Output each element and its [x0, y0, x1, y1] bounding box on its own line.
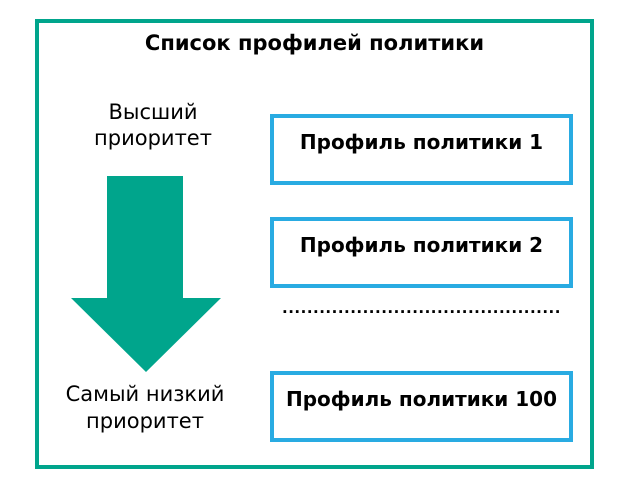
- lowest-priority-label: Самый низкий приоритет: [65, 382, 225, 433]
- policy-profile-box-100-label: Профиль политики 100: [285, 386, 558, 411]
- policy-profile-box-1-label: Профиль политики 1: [299, 129, 544, 154]
- priority-down-arrow-icon: [71, 176, 221, 372]
- diagram-title: Список профилей политики: [144, 31, 485, 55]
- ellipsis-separator: ........................................…: [282, 299, 561, 317]
- policy-profile-box-2: Профиль политики 2: [270, 217, 573, 288]
- policy-profiles-diagram-frame: Список профилей политики Высший приорите…: [35, 19, 594, 469]
- policy-profile-box-2-label: Профиль политики 2: [299, 232, 544, 257]
- policy-profile-box-1: Профиль политики 1: [270, 114, 573, 185]
- policy-profile-box-100: Профиль политики 100: [270, 371, 573, 442]
- highest-priority-label: Высший приоритет: [94, 100, 212, 150]
